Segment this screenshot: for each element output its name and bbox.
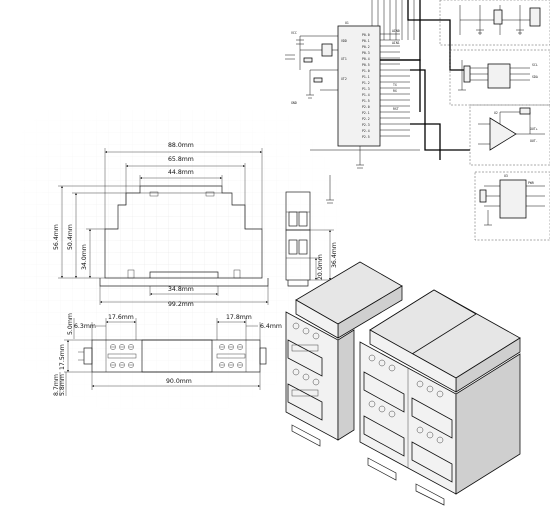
dim-side-upper: 36.4mm	[331, 242, 338, 268]
regulator-ic	[499, 179, 527, 219]
main-ic-label: U1	[345, 21, 349, 25]
svg-text:VDD: VDD	[341, 39, 347, 43]
net-label: VCC	[291, 31, 297, 35]
svg-text:XT2: XT2	[341, 77, 347, 81]
svg-text:P1.3: P1.3	[362, 87, 370, 91]
module-single	[285, 261, 403, 447]
net-label: SCL	[532, 63, 538, 67]
top-view: 17.6mm 6.3mm 17.8mm 6.4mm 17.5mm 5.0mm 8…	[53, 313, 282, 396]
net-label: AIN1	[392, 41, 400, 45]
net-label: OUT+	[530, 127, 538, 131]
svg-text:P0.0: P0.0	[362, 33, 370, 37]
dim-upper-width: 65.8mm	[168, 156, 194, 163]
net-label: GND	[291, 101, 297, 105]
svg-text:P1.4: P1.4	[362, 93, 370, 97]
svg-text:P2.2: P2.2	[362, 117, 370, 121]
reg-label: U3	[504, 174, 508, 178]
net-label: SDA	[532, 75, 538, 79]
net-label: RST	[393, 107, 399, 111]
circuit-schematic: U1 P0.0P0.1P0.2 P0.3P0.4P0.5 P1.0P1.1P1.…	[285, 0, 550, 241]
svg-text:P0.5: P0.5	[362, 63, 370, 67]
dim-foot-width: 34.8mm	[168, 286, 194, 293]
dim-overall-width: 88.0mm	[168, 142, 194, 149]
side-view: 20.0mm 36.4mm	[285, 191, 338, 287]
background-grid	[20, 110, 340, 410]
svg-text:P0.1: P0.1	[362, 39, 370, 43]
net-label: TX	[393, 83, 397, 87]
dim-top-depth: 5.0mm	[67, 313, 74, 335]
dim-side-lower: 20.0mm	[317, 254, 324, 280]
svg-text:P2.4: P2.4	[362, 129, 370, 133]
net-label: RX	[393, 89, 397, 93]
dim-rail-b: 5.8mm	[59, 374, 66, 396]
svg-text:P1.2: P1.2	[362, 81, 370, 85]
dim-rail-a: 8.7mm	[53, 374, 60, 396]
dim-depth-width: 17.5mm	[59, 344, 66, 370]
svg-text:P2.0: P2.0	[362, 105, 370, 109]
dim-terminal-left: 17.6mm	[108, 314, 134, 321]
amp-label: U2	[494, 111, 498, 115]
svg-text:XT1: XT1	[341, 57, 347, 61]
din-rail-modules-3d	[285, 261, 521, 506]
dim-height-total: 56.4mm	[53, 224, 60, 250]
dim-base-width: 99.2mm	[168, 301, 194, 308]
svg-text:P0.2: P0.2	[362, 45, 370, 49]
interface-ic	[487, 63, 511, 89]
main-ic	[337, 25, 381, 147]
svg-text:P0.3: P0.3	[362, 51, 370, 55]
opamp-symbol	[489, 117, 517, 151]
svg-text:P1.1: P1.1	[362, 75, 370, 79]
net-label: PWR	[528, 181, 534, 185]
net-label: AIN0	[392, 29, 400, 33]
svg-text:P0.4: P0.4	[362, 57, 370, 61]
svg-text:P1.0: P1.0	[362, 69, 370, 73]
dim-bottom-length: 90.0mm	[166, 378, 192, 385]
dim-offset-right: 6.4mm	[260, 323, 282, 330]
dim-offset-left: 6.3mm	[74, 323, 96, 330]
svg-text:P2.5: P2.5	[362, 135, 370, 139]
svg-text:P2.1: P2.1	[362, 111, 370, 115]
svg-text:P1.5: P1.5	[362, 99, 370, 103]
dim-height-mid: 50.4mm	[67, 224, 74, 250]
net-label: OUT-	[530, 139, 538, 143]
front-view: 88.0mm 65.8mm 44.8mm 56.4mm 50.4mm 34.0m…	[53, 142, 269, 308]
svg-text:P2.3: P2.3	[362, 123, 370, 127]
dim-top-width: 44.8mm	[168, 169, 194, 176]
dim-terminal-right: 17.8mm	[226, 314, 252, 321]
dim-height-base: 34.0mm	[81, 244, 88, 270]
module-double	[359, 289, 521, 506]
